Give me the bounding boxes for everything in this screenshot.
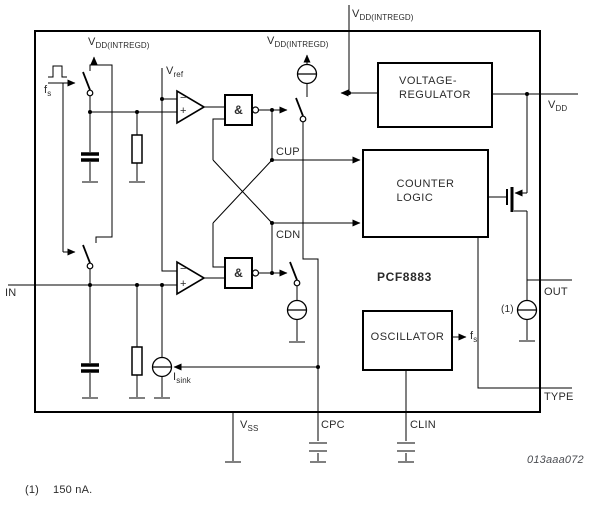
capacitor-reference xyxy=(81,152,99,162)
footnote: (1)150 nA. xyxy=(25,484,93,496)
capacitor-input xyxy=(81,363,99,373)
resistor-input xyxy=(131,346,143,376)
wiring-left xyxy=(8,56,318,399)
switch-charge xyxy=(295,97,307,123)
pin-vdd-label: VDD xyxy=(548,99,568,114)
cdn-label: CDN xyxy=(276,229,301,241)
wiring-right xyxy=(225,5,578,463)
comparator-bottom xyxy=(176,260,206,296)
wiring-latch xyxy=(204,106,361,279)
comparator-bottom-minus: − xyxy=(180,263,187,275)
nand-gate-top xyxy=(224,94,260,126)
switch-discharge xyxy=(289,261,301,287)
pin-type-label: TYPE xyxy=(544,391,574,403)
nand-gate-bottom xyxy=(224,257,260,289)
comparator-top-plus: + xyxy=(180,105,187,117)
pin-vss-label: VSS xyxy=(240,419,259,434)
pin-cpc-label: CPC xyxy=(321,419,345,431)
junction-dots xyxy=(88,91,529,369)
out-current-source-ref-label: (1) xyxy=(501,304,514,315)
vref-label: Vref xyxy=(166,65,184,80)
figure-id-label: 013aaa072 xyxy=(527,454,584,466)
voltage-regulator-block xyxy=(377,62,493,128)
nand-gate-top-symbol: & xyxy=(234,103,243,117)
current-source-isink xyxy=(151,356,173,378)
pin-out-label: OUT xyxy=(544,286,568,298)
cup-label: CUP xyxy=(276,146,300,158)
pin-in-label: IN xyxy=(5,287,17,299)
nand-gate-bottom-symbol: & xyxy=(234,266,243,280)
isink-label: Isink xyxy=(173,371,191,386)
vdd-intregd-label-left: VDD(INTREGD) xyxy=(88,36,150,51)
comparator-bottom-plus: + xyxy=(180,278,187,290)
counter-logic-block xyxy=(362,149,489,238)
current-source-discharge xyxy=(286,299,308,321)
oscillator-block xyxy=(362,310,453,371)
fs-label-oscillator: fs xyxy=(470,330,478,345)
vdd-intregd-label-mid: VDD(INTREGD) xyxy=(267,35,329,50)
current-source-charge xyxy=(296,63,318,85)
pin-clin-label: CLIN xyxy=(410,419,436,431)
fs-label-left: fs xyxy=(44,84,52,99)
wiring-charge-pump xyxy=(289,54,327,463)
comparator-top-minus: − xyxy=(180,92,187,104)
mosfet xyxy=(506,187,514,212)
chip-name-label: PCF8883 xyxy=(377,270,432,284)
switch-sample-input xyxy=(82,244,94,270)
vdd-intregd-label-top: VDD(INTREGD) xyxy=(352,8,414,23)
voltage-regulator-caption: VOLTAGE-REGULATOR xyxy=(399,75,471,101)
comparator-top xyxy=(176,89,206,125)
switch-sample-reference xyxy=(82,71,94,97)
resistor-reference xyxy=(131,134,143,164)
oscillator-caption: OSCILLATOR xyxy=(370,331,445,343)
